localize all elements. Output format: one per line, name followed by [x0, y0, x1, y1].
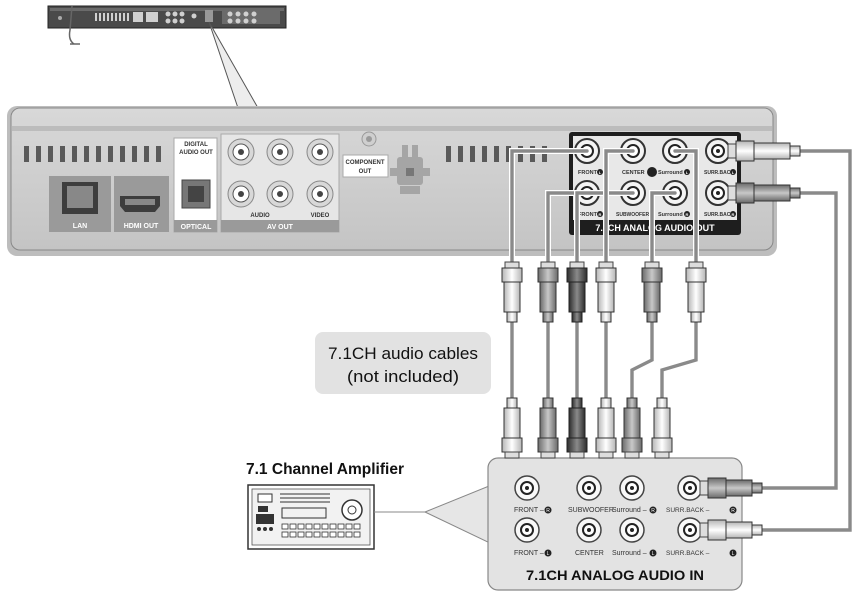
amplifier-label: 7.1 Channel Amplifier [246, 461, 404, 478]
plug-bottom-surround-l [651, 397, 673, 459]
cables-note-line-1: 7.1CH audio cables [328, 344, 478, 363]
plug-bottom-center [595, 397, 617, 459]
amplifier-device: 7.1 Channel Amplifier [246, 461, 425, 550]
digital-audio-out-port: DIGITAL AUDIO OUT OPTICAL [173, 137, 218, 233]
plug-player-surr-back-r [727, 182, 801, 204]
out-label-surr-back-l: SURR.BACK [704, 170, 734, 176]
hdmi-out-label: HDMI OUT [124, 223, 159, 230]
out-label-surround-r: Surround [658, 212, 683, 218]
mark-l-3: L [732, 170, 735, 175]
plug-top-surround-l [685, 261, 707, 323]
zoom-callout [208, 21, 259, 109]
in-jacks [514, 475, 703, 543]
cables-note: 7.1CH audio cables (not included) [315, 332, 491, 394]
mark-l-2: L [686, 170, 689, 175]
component-out-badge: COMPONENT OUT [342, 131, 389, 178]
in-jack-labels: FRONT – R SUBWOOFER Surround – R SURR.BA… [514, 506, 737, 557]
in-label-surr-back-l: SURR.BACK – [666, 550, 710, 557]
mark-r-1: R [599, 212, 602, 217]
out-label-subwoofer: SUBWOOFER [616, 212, 649, 218]
av-out-group: AUDIO VIDEO AV OUT [220, 133, 340, 233]
digital-label-1: DIGITAL [184, 142, 208, 148]
mark-l-1: L [599, 170, 602, 175]
cable-plugs [501, 140, 801, 541]
out-label-surr-back-r: SURR.BACK [704, 212, 734, 218]
mark-r-3: R [732, 212, 735, 217]
mark-r-in-1: R [546, 508, 550, 514]
player-thumbnail [47, 5, 287, 45]
analog-audio-out-block: FRONT L CENTER Surround L SURR.BACK L FR… [569, 132, 741, 235]
out-label-center: CENTER [622, 170, 645, 176]
av-out-label: AV OUT [267, 224, 294, 231]
in-label-surr-back-r: SURR.BACK – [666, 507, 710, 514]
in-label-front-r: FRONT – [514, 507, 544, 514]
plug-amp-surr-back-l [699, 519, 763, 541]
component-label-2: OUT [359, 169, 372, 175]
hdmi-out-port: HDMI OUT [114, 176, 169, 232]
mark-r-2: R [686, 212, 689, 217]
plug-bottom-front-l [501, 397, 523, 459]
component-jacks [227, 138, 334, 166]
plug-top-front-l [501, 261, 523, 323]
analog-out-title: 7.1CH ANALOG AUDIO OUT [595, 223, 715, 233]
plug-top-surround-r [641, 261, 663, 323]
mark-l-in-1: L [547, 551, 550, 557]
in-label-surround-r: Surround – [612, 507, 647, 514]
in-label-surround-l: Surround – [612, 550, 647, 557]
plug-player-surr-back-l [727, 140, 801, 162]
amplifier-panel: FRONT – R SUBWOOFER Surround – R SURR.BA… [423, 457, 743, 591]
video-label: VIDEO [311, 213, 330, 219]
plug-top-subwoofer [566, 261, 588, 323]
cables-note-line-2: (not included) [347, 367, 459, 386]
digital-label-2: AUDIO OUT [179, 150, 213, 156]
out-jack-labels: FRONT L CENTER Surround L SURR.BACK L FR… [578, 167, 736, 218]
lan-label: LAN [73, 223, 87, 230]
optical-label: OPTICAL [181, 224, 212, 231]
in-label-center: CENTER [575, 550, 604, 557]
analog-in-title: 7.1CH ANALOG AUDIO IN [526, 567, 704, 583]
mark-r-in-2: R [651, 508, 655, 514]
mark-l-in-3: L [732, 551, 735, 557]
audio-label: AUDIO [250, 213, 270, 219]
out-label-front-r: FRONT [578, 212, 598, 218]
component-label-1: COMPONENT [346, 160, 385, 166]
av-jacks [227, 180, 334, 208]
out-label-front-l: FRONT [578, 170, 598, 176]
mark-r-in-3: R [731, 508, 735, 514]
plug-bottom-front-r [537, 397, 559, 459]
out-label-surround-l: Surround [658, 170, 683, 176]
player-back-panel: LAN HDMI OUT DIGITAL AUDIO OUT OPTICAL [7, 106, 777, 256]
in-label-subwoofer: SUBWOOFER [568, 507, 614, 514]
plug-bottom-subwoofer [566, 397, 588, 459]
mark-l-in-2: L [652, 551, 655, 557]
plug-top-front-r [537, 261, 559, 323]
in-label-front-l: FRONT – [514, 550, 544, 557]
antenna-connector [390, 145, 430, 194]
lan-port: LAN [49, 176, 111, 232]
plug-bottom-surround-r [621, 397, 643, 459]
plug-top-center [595, 261, 617, 323]
plug-amp-surr-back-r [699, 477, 763, 499]
